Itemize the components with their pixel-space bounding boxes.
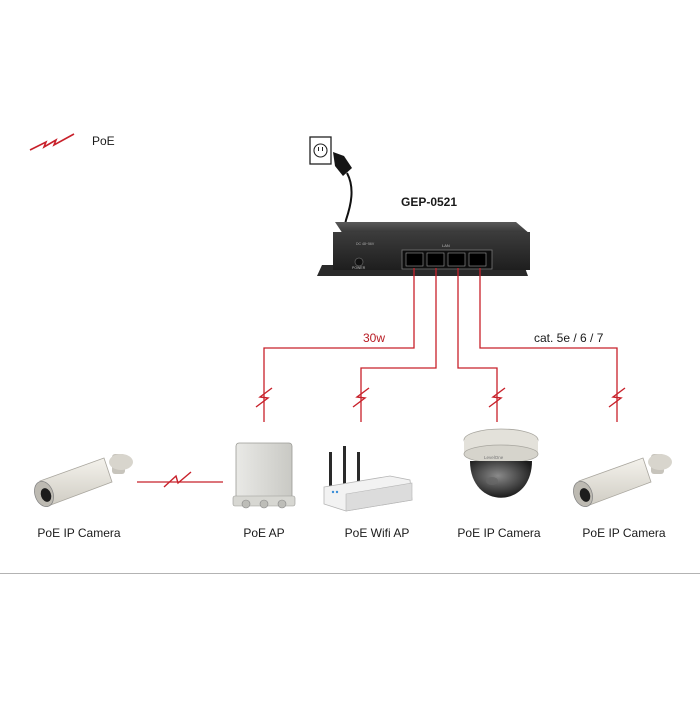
- poe-cabling: [137, 268, 618, 483]
- poe-switch: DC 48~56V: [317, 222, 530, 276]
- device-label-poe-ip-camera-right: PoE IP Camera: [582, 526, 666, 540]
- legend-label: PoE: [92, 134, 115, 148]
- lan-ports: [401, 249, 493, 270]
- device-label-poe-wifi-ap: PoE Wifi AP: [344, 526, 410, 540]
- power-outlet-icon: [309, 136, 332, 165]
- svg-text:LevelOne: LevelOne: [484, 455, 504, 460]
- legend-bolt-icon: [29, 133, 75, 151]
- switch-model-label: GEP-0521: [401, 195, 458, 209]
- switch-power-label: POWER: [352, 266, 366, 270]
- cable-type-label: cat. 5e / 6 / 7: [534, 331, 604, 345]
- power-budget-label: 30w: [363, 331, 386, 345]
- outdoor-access-point-icon: [232, 442, 296, 509]
- bullet-camera-left-icon: [34, 454, 133, 507]
- svg-text:DC 48~56V: DC 48~56V: [356, 242, 375, 246]
- poe-bolt-icons: [163, 387, 626, 488]
- bottom-divider: [0, 573, 700, 574]
- wifi-router-icon: [323, 446, 413, 512]
- switch-lan-label: LAN: [442, 243, 450, 248]
- device-label-poe-ip-camera-dome: PoE IP Camera: [457, 526, 541, 540]
- dome-camera-icon: LevelOne: [463, 428, 539, 498]
- device-label-poe-ap: PoE AP: [243, 526, 285, 540]
- device-label-poe-ip-camera-left: PoE IP Camera: [37, 526, 121, 540]
- bullet-camera-right-icon: [573, 454, 672, 507]
